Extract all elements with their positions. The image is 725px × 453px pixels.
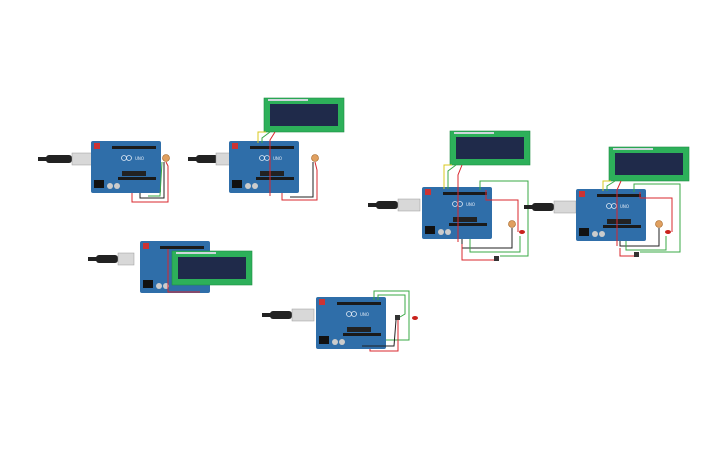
red-led[interactable] [412,316,418,320]
board-model-label: UNO [273,156,282,161]
arduino-board[interactable]: UNO [576,189,646,241]
pushbutton[interactable] [494,256,499,261]
lcd-display[interactable] [449,130,531,166]
arduino-board[interactable]: UNO [229,141,299,193]
lcd-display[interactable] [171,250,253,286]
usb-cable[interactable] [524,200,577,214]
usb-cable[interactable] [262,308,315,322]
usb-cable[interactable] [38,152,95,166]
board-model-label: UNO [135,156,144,161]
red-led[interactable] [665,230,671,234]
usb-cable[interactable] [368,198,421,212]
potentiometer[interactable] [508,220,516,228]
wires [257,131,318,201]
wires [362,290,410,352]
wires [131,161,169,203]
red-led[interactable] [519,230,525,234]
usb-cable[interactable] [188,152,233,166]
pushbutton[interactable] [634,252,639,257]
board-model-label: UNO [360,312,369,317]
usb-cable[interactable] [88,252,135,266]
potentiometer[interactable] [162,154,170,162]
wires [167,249,200,293]
board-model-label: UNO [466,202,475,207]
wires [443,164,529,261]
board-model-label: UNO [620,204,629,209]
potentiometer[interactable] [311,154,319,162]
pushbutton[interactable] [395,315,400,320]
arduino-board[interactable]: UNO [422,187,492,239]
arduino-board[interactable]: UNO [91,141,161,193]
arduino-board[interactable]: UNO [316,297,386,349]
potentiometer[interactable] [655,220,663,228]
lcd-display[interactable] [608,146,690,182]
lcd-display[interactable] [263,97,345,133]
wires [602,180,681,257]
